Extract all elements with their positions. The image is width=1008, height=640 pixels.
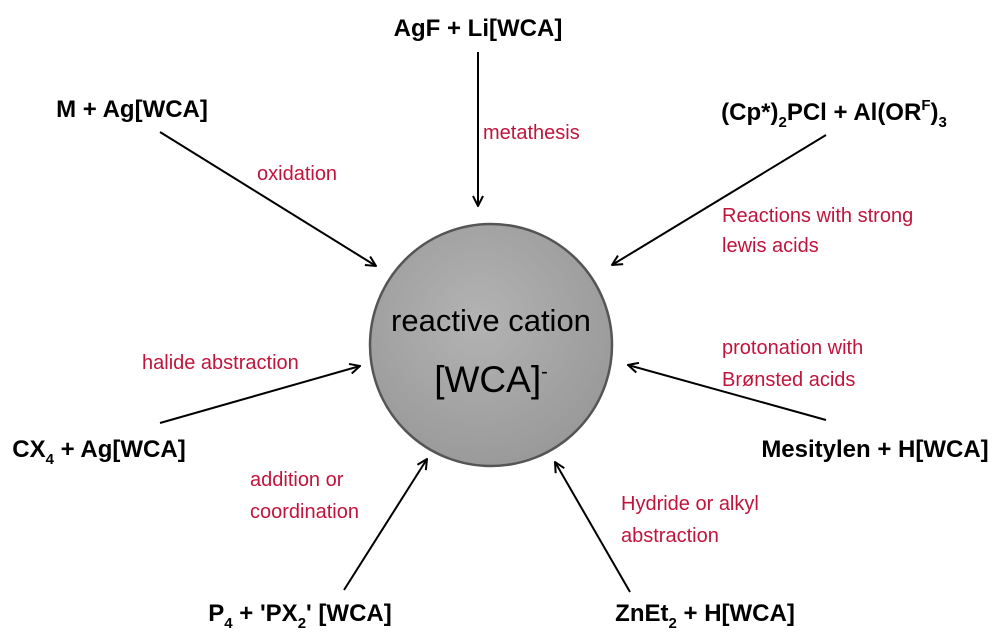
arrow-from-left xyxy=(159,366,360,424)
process-halide-abstraction: halide abstraction xyxy=(142,352,299,374)
arrow-from-top-left xyxy=(159,131,376,266)
arrow-from-bottom-right xyxy=(555,462,631,593)
reagent-right: Mesitylen + H[WCA] xyxy=(761,436,988,463)
process-addition-line2: coordination xyxy=(250,501,359,523)
reagent-bottom-right: ZnEt2 + H[WCA] xyxy=(615,600,795,632)
reagent-top-left: M + Ag[WCA] xyxy=(56,96,208,123)
arrow-from-right xyxy=(628,365,827,421)
reagent-left: CX4 + Ag[WCA] xyxy=(12,436,185,468)
process-lewis-line2: lewis acids xyxy=(722,235,819,257)
arrow-from-bottom-left xyxy=(343,459,427,591)
process-hydride-line2: abstraction xyxy=(621,525,719,547)
reagent-top-right: (Cp*)2PCl + Al(ORF)3 xyxy=(721,97,947,131)
process-protonation-line2: Brønsted acids xyxy=(722,369,855,391)
process-addition-line1: addition or xyxy=(250,469,344,491)
arrow-from-top-right xyxy=(612,134,827,265)
process-protonation-line1: protonation with xyxy=(722,337,863,359)
reagent-bottom-left: P4 + 'PX2' [WCA] xyxy=(208,600,391,632)
reagent-top: AgF + Li[WCA] xyxy=(394,15,563,42)
process-oxidation: oxidation xyxy=(257,163,337,185)
process-metathesis: metathesis xyxy=(483,122,580,144)
center-label-line1: reactive cation xyxy=(391,303,591,338)
reactive-cation-circle xyxy=(368,222,614,468)
process-lewis-line1: Reactions with strong xyxy=(722,205,913,227)
process-hydride-line1: Hydride or alkyl xyxy=(621,493,759,515)
center-label-line2: [WCA]- xyxy=(434,359,548,400)
